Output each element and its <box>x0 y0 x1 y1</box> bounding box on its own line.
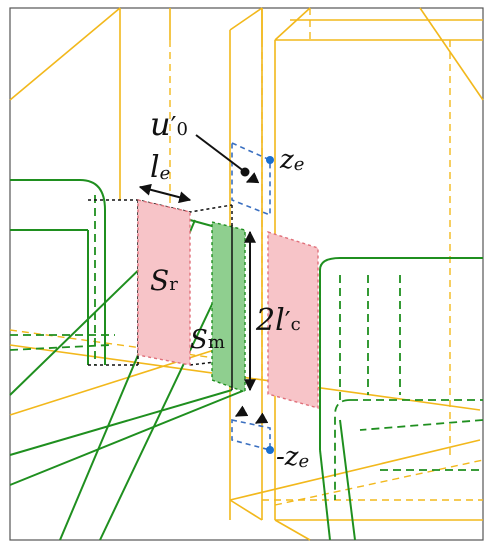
lc-label: 2l′c <box>255 303 301 338</box>
right-red-patch <box>267 231 319 409</box>
blue-dashed-volume <box>231 141 271 452</box>
ze-bottom-point <box>266 446 274 454</box>
ze-bottom-label: -ze <box>276 442 309 472</box>
ze-top-label: ze <box>279 145 304 175</box>
u0-leader <box>195 134 246 173</box>
le-label: le <box>150 150 170 185</box>
flow-arrow-bottom-2 <box>254 412 269 424</box>
flow-arrow-bottom-1 <box>234 405 249 417</box>
yellow-dashed-hidden <box>9 8 484 506</box>
sm-patch <box>211 221 246 393</box>
figure-frame <box>9 7 484 541</box>
le-arrow <box>138 183 192 204</box>
sm-label: Sm <box>190 325 225 355</box>
dimension-arrows <box>138 134 269 424</box>
u0-point <box>240 167 250 177</box>
ze-top-point <box>266 156 274 164</box>
yellow-wireframe <box>9 7 484 541</box>
u0-label: u′0 <box>150 105 188 143</box>
flow-arrow-top <box>245 172 260 184</box>
sr-patch <box>137 199 191 366</box>
green-dashed-hidden <box>9 195 484 500</box>
green-wireframe <box>9 179 483 541</box>
sr-label: Sr <box>150 264 178 297</box>
